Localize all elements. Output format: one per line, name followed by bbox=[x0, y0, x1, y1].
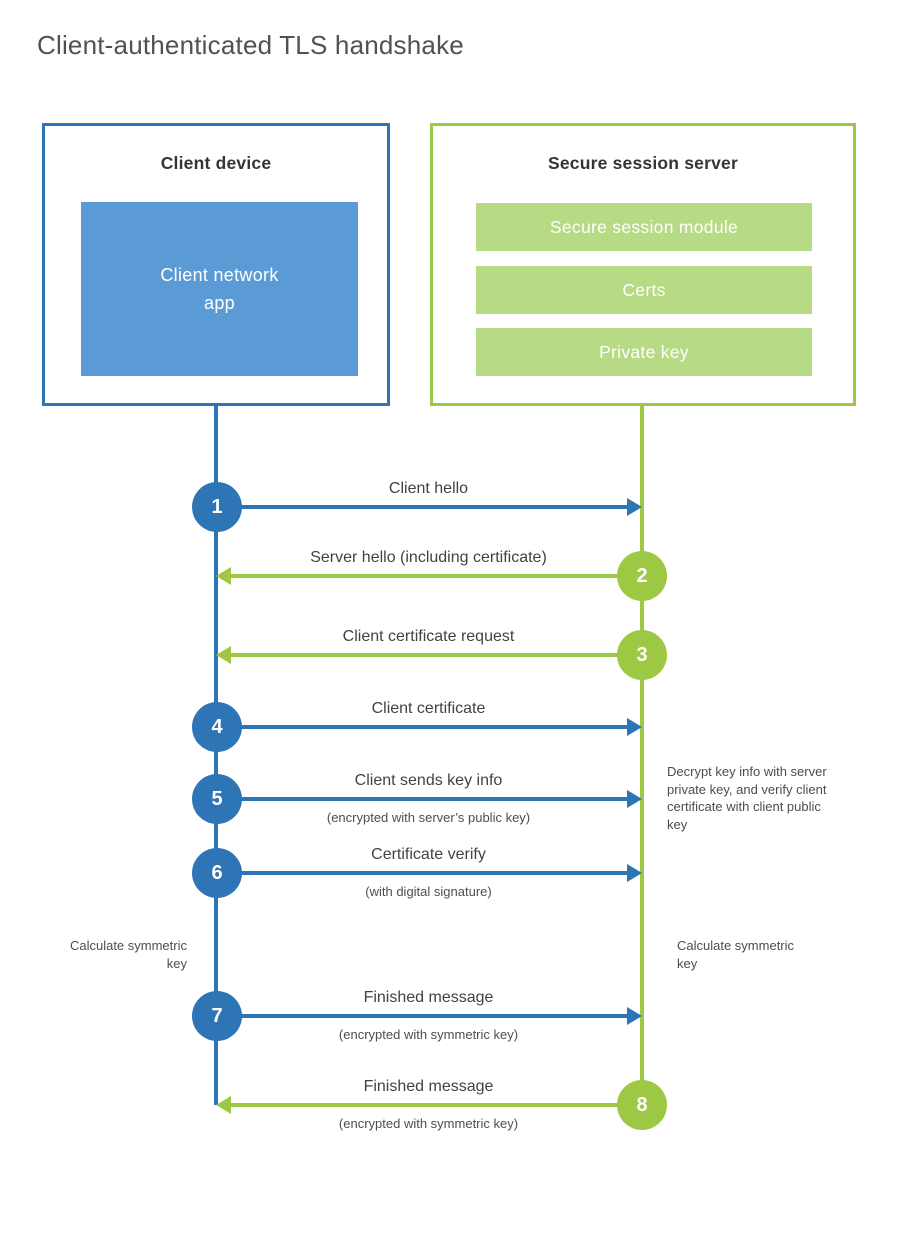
arrowhead-right-icon bbox=[627, 790, 642, 808]
arrow-line bbox=[216, 505, 627, 509]
arrow-line bbox=[216, 797, 627, 801]
arrowhead-left-icon bbox=[216, 646, 231, 664]
client-lifeline bbox=[214, 405, 218, 1105]
arrow-line bbox=[231, 653, 642, 657]
message-label: Client hello bbox=[388, 480, 469, 497]
step-number-badge: 7 bbox=[192, 991, 242, 1041]
server-title: Secure session server bbox=[547, 153, 739, 173]
message-sublabel: (encrypted with symmetric key) bbox=[338, 1116, 519, 1131]
step-number-badge: 3 bbox=[617, 630, 667, 680]
client-device-title: Client device bbox=[160, 153, 272, 173]
step-number-badge: 8 bbox=[617, 1080, 667, 1130]
arrowhead-left-icon bbox=[216, 567, 231, 585]
step-number-badge: 4 bbox=[192, 702, 242, 752]
message-sublabel: (encrypted with server’s public key) bbox=[326, 810, 531, 825]
arrowhead-right-icon bbox=[627, 1007, 642, 1025]
page-title: Client-authenticated TLS handshake bbox=[37, 30, 464, 60]
message-label: Certificate verify bbox=[371, 846, 486, 863]
arrow-line bbox=[216, 871, 627, 875]
arrow-line bbox=[231, 1103, 642, 1107]
arrowhead-right-icon bbox=[627, 498, 642, 516]
message-label: Finished message bbox=[363, 1078, 494, 1095]
client-app-label-line1: Client network bbox=[160, 265, 279, 285]
decrypt-note: Decrypt key info with server private key… bbox=[667, 764, 827, 832]
step-number-badge: 1 bbox=[192, 482, 242, 532]
arrowhead-right-icon bbox=[627, 718, 642, 736]
step-number-badge: 2 bbox=[617, 551, 667, 601]
message-sublabel: (with digital signature) bbox=[365, 884, 492, 899]
arrowhead-left-icon bbox=[216, 1096, 231, 1114]
server-module-secure-session: Secure session module bbox=[476, 203, 812, 251]
client-app-label-line2: app bbox=[204, 293, 235, 313]
arrow-line bbox=[231, 574, 642, 578]
calculate-symmetric-key-note-left: Calculate symmetric key bbox=[69, 938, 187, 971]
message-label: Server hello (including certificate) bbox=[310, 549, 547, 566]
arrowhead-right-icon bbox=[627, 864, 642, 882]
message-label: Client certificate bbox=[371, 700, 486, 717]
secure-session-server-box: Secure session server Secure session mod… bbox=[430, 123, 856, 406]
message-sublabel: (encrypted with symmetric key) bbox=[338, 1027, 519, 1042]
message-label: Finished message bbox=[363, 989, 494, 1006]
server-module-certs: Certs bbox=[476, 266, 812, 314]
calculate-symmetric-key-note-right: Calculate symmetric key bbox=[677, 938, 795, 971]
client-device-box: Client device Client network app bbox=[42, 123, 390, 406]
step-number-badge: 6 bbox=[192, 848, 242, 898]
message-label: Client sends key info bbox=[354, 772, 503, 789]
arrow-line bbox=[216, 1014, 627, 1018]
arrow-line bbox=[216, 725, 627, 729]
server-module-private-key: Private key bbox=[476, 328, 812, 376]
client-network-app-box: Client network app bbox=[81, 202, 358, 376]
server-lifeline bbox=[640, 405, 644, 1105]
step-number-badge: 5 bbox=[192, 774, 242, 824]
message-label: Client certificate request bbox=[342, 628, 515, 645]
